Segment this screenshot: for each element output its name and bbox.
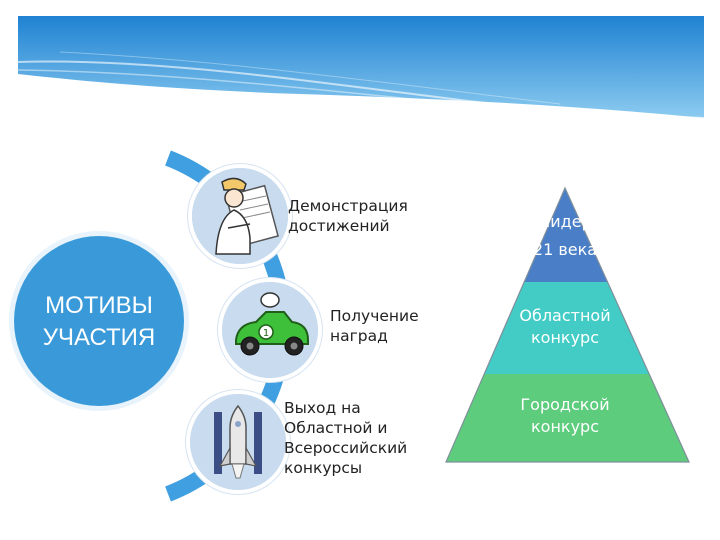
pyramid-tier-leader-line1: Лидер [515, 208, 615, 236]
pyramid-tier-leader-label: Лидер 21 века [515, 208, 615, 264]
pyramid-tier-leader-line2: 21 века [515, 236, 615, 264]
pyramid-tier-regional-line1: Областной [495, 305, 635, 327]
pyramid-tier-city-line1: Городской [495, 394, 635, 416]
pyramid-tier-regional-line2: конкурс [495, 327, 635, 349]
pyramid-tier-regional-label: Областной конкурс [495, 305, 635, 349]
pyramid-tier-city-label: Городской конкурс [495, 394, 635, 438]
pyramid-tier-city-line2: конкурс [495, 416, 635, 438]
